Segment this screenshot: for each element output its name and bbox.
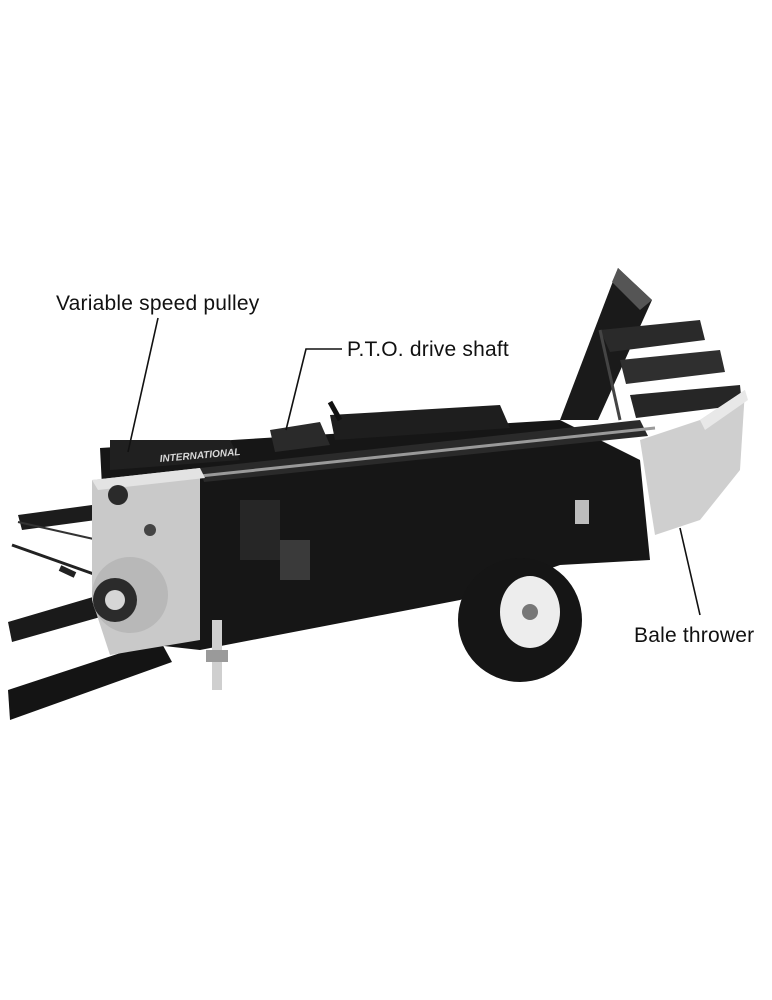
- wheel: [458, 558, 582, 682]
- bale-thrower-housing: [575, 390, 748, 535]
- bale-chamber: [100, 420, 656, 650]
- pulley-housing: [92, 468, 205, 655]
- jack-stand: [206, 620, 228, 690]
- hitch-tongue: [8, 543, 172, 720]
- label-variable-speed-pulley: Variable speed pulley: [56, 292, 260, 315]
- bale-chute: [560, 268, 742, 421]
- label-bale-thrower: Bale thrower: [634, 624, 755, 647]
- label-pto-drive-shaft: P.T.O. drive shaft: [347, 338, 509, 361]
- pickup-frame: [17, 505, 99, 541]
